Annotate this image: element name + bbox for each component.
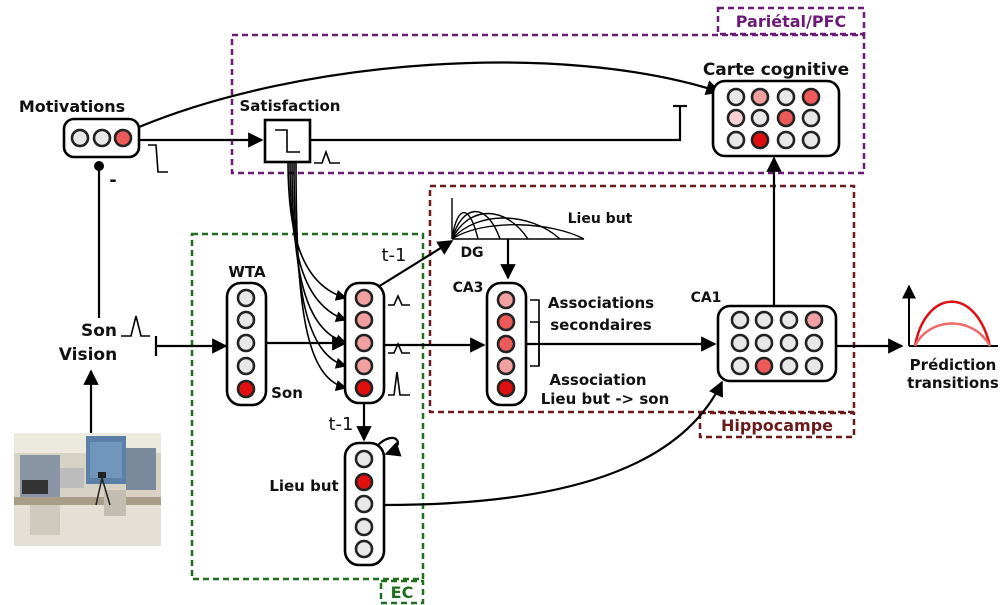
motivations-to-carte-link <box>139 63 720 127</box>
ca1-neuron <box>806 335 822 351</box>
ec-neuron <box>356 358 372 374</box>
motivation-neuron-1 <box>72 130 88 146</box>
carte-neuron <box>778 110 794 126</box>
hippocampe-tag: Hippocampe <box>721 416 833 435</box>
carte-neuron <box>803 132 819 148</box>
ec-neuron <box>356 290 372 306</box>
carte-neuron <box>728 132 744 148</box>
carte-neuron <box>752 132 768 148</box>
ec-pulse-3-icon <box>388 372 410 395</box>
ca3-neuron <box>498 380 514 396</box>
association-line2: Lieu but -> son <box>541 390 670 408</box>
carte-neuron <box>803 110 819 126</box>
wta-neuron <box>238 335 254 351</box>
ca1-neuron <box>756 335 772 351</box>
ca1-neuron <box>732 312 748 328</box>
lieu-but-neuron <box>356 474 372 490</box>
motivation-neuron-3 <box>115 130 131 146</box>
carte-cognitive-label: Carte cognitive <box>703 60 849 80</box>
satisfaction-fan-2 <box>290 162 346 320</box>
ca1-neuron <box>781 335 797 351</box>
ca3-neuron <box>498 358 514 374</box>
son-pulse-icon <box>121 316 150 336</box>
ca1-neuron <box>781 358 797 374</box>
wta-label: WTA <box>228 263 266 281</box>
t1-bottom-label: t-1 <box>328 414 353 435</box>
ca1-neuron <box>756 312 772 328</box>
son-input-label: Son <box>81 321 117 341</box>
carte-neuron <box>752 110 768 126</box>
prediction-curves-icon <box>909 286 998 346</box>
carte-neuron <box>728 110 744 126</box>
ec-neuron <box>356 312 372 328</box>
ca1-label: CA1 <box>691 290 722 306</box>
wta-neuron <box>238 290 254 306</box>
ec-tag: EC <box>391 583 414 602</box>
ec-region <box>192 234 423 579</box>
motivation-neuron-2 <box>94 130 110 146</box>
carte-neuron <box>778 89 794 105</box>
ca1-neuron <box>732 358 748 374</box>
ca1-neuron <box>732 335 748 351</box>
motivations-label: Motivations <box>19 97 125 116</box>
dg-label: DG <box>460 245 483 261</box>
ca3-neuron <box>498 336 514 352</box>
satisfaction-to-carte-inhibition <box>310 106 680 140</box>
satisfaction-label: Satisfaction <box>239 97 340 115</box>
ca3-neuron <box>498 314 514 330</box>
lieu-but-neuron <box>356 541 372 557</box>
wta-neuron <box>238 358 254 374</box>
satisfaction-fan-4 <box>294 162 346 366</box>
prediction-line1: Prédiction <box>910 356 997 374</box>
ca3-label: CA3 <box>453 280 484 296</box>
t1-top-label: t-1 <box>381 245 406 266</box>
ec-neuron <box>356 380 372 396</box>
vision-label: Vision <box>59 345 117 365</box>
ca3-bracket-upper <box>530 300 539 366</box>
lieu-but-neuron <box>356 496 372 512</box>
ca1-neuron <box>806 312 822 328</box>
parietal-pfc-tag: Pariétal/PFC <box>736 12 847 31</box>
ec-pulse-1-icon <box>388 296 410 305</box>
satisfaction-pulse-icon <box>314 152 340 163</box>
association-line1: Association <box>549 371 646 389</box>
lieu-but-dg-label: Lieu but <box>568 211 633 227</box>
prediction-line2: transitions <box>907 374 999 392</box>
lieu-but-neuron <box>356 451 372 467</box>
wta-son-label: Son <box>271 384 303 402</box>
inhibition-minus-label: - <box>109 170 116 191</box>
ec-neuron <box>356 335 372 351</box>
room-photo-icon <box>14 433 161 546</box>
carte-neuron <box>752 89 768 105</box>
ca1-neuron <box>756 358 772 374</box>
carte-neuron <box>728 89 744 105</box>
carte-neuron <box>803 89 819 105</box>
ca3-neuron <box>498 292 514 308</box>
lieu-but-ec-label: Lieu but <box>269 477 338 495</box>
ca1-neuron <box>806 358 822 374</box>
motivation-signal-icon <box>148 145 168 172</box>
associations-secondaires-line2: secondaires <box>550 316 652 334</box>
wta-neuron <box>238 312 254 328</box>
inhibition-dot <box>94 161 104 171</box>
ca1-neuron <box>781 312 797 328</box>
dg-tuning-curves-icon <box>452 198 584 239</box>
wta-neuron <box>238 381 254 397</box>
associations-secondaires-line1: Associations <box>548 294 654 312</box>
carte-neuron <box>778 132 794 148</box>
lieu-but-neuron <box>356 519 372 535</box>
